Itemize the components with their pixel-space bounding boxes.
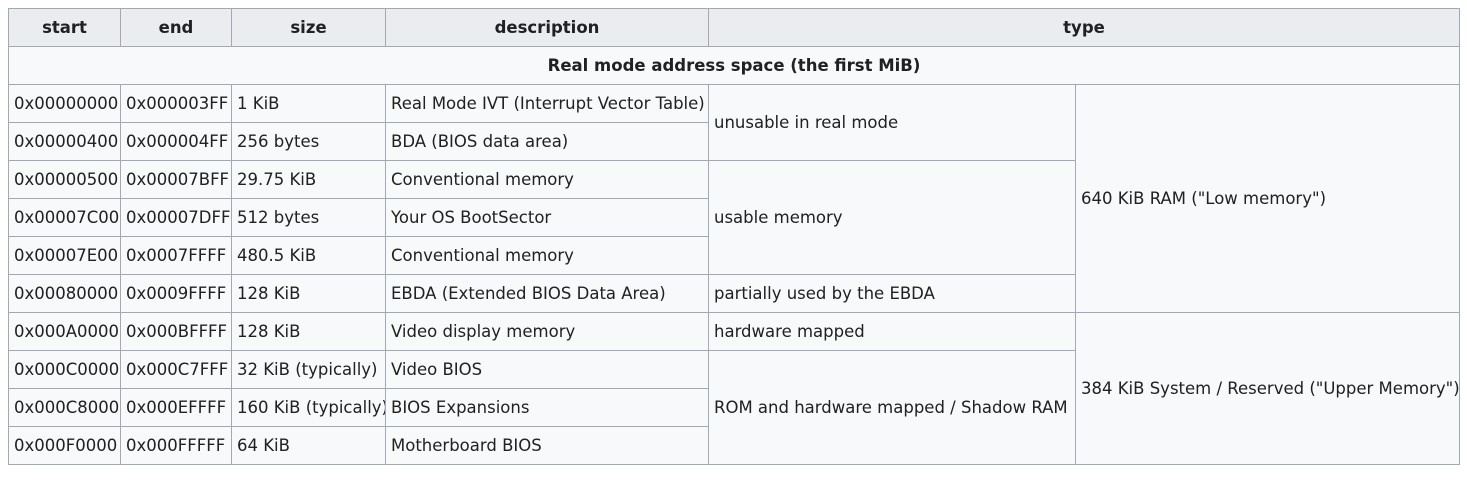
column-header-size: size xyxy=(231,8,386,47)
cell-end: 0x000C7FFF xyxy=(120,350,232,389)
cell-start: 0x00007E00 xyxy=(8,236,121,275)
cell-size: 64 KiB xyxy=(231,426,386,465)
cell-size: 128 KiB xyxy=(231,274,386,313)
cell-start: 0x00000000 xyxy=(8,84,121,123)
cell-start: 0x000F0000 xyxy=(8,426,121,465)
cell-description: Conventional memory xyxy=(385,160,709,199)
section-title: Real mode address space (the first MiB) xyxy=(8,46,1460,85)
cell-description: Conventional memory xyxy=(385,236,709,275)
table-row: 0x000C0000 0x000C7FFF 32 KiB (typically)… xyxy=(8,350,1460,465)
cell-description: Motherboard BIOS xyxy=(385,426,709,465)
type-region-upper-memory: 384 KiB System / Reserved ("Upper Memory… xyxy=(1075,312,1460,465)
cell-size: 32 KiB (typically) xyxy=(231,350,386,389)
type-group-rom-shadow: ROM and hardware mapped / Shadow RAM xyxy=(708,350,1076,465)
cell-end: 0x0007FFFF xyxy=(120,236,232,275)
cell-description: EBDA (Extended BIOS Data Area) xyxy=(385,274,709,313)
column-header-type: type xyxy=(708,8,1460,47)
cell-description: BDA (BIOS data area) xyxy=(385,122,709,161)
table-row: 0x00007C00 0x00007DFF 512 bytes Your OS … xyxy=(8,198,1460,237)
cell-end: 0x00007BFF xyxy=(120,160,232,199)
cell-description: Real Mode IVT (Interrupt Vector Table) xyxy=(385,84,709,123)
cell-description: BIOS Expansions xyxy=(385,388,709,427)
cell-start: 0x00080000 xyxy=(8,274,121,313)
section-row: Real mode address space (the first MiB) xyxy=(8,46,1460,85)
cell-size: 256 bytes xyxy=(231,122,386,161)
header-row: start end size description type xyxy=(8,8,1460,47)
cell-end: 0x000004FF xyxy=(120,122,232,161)
type-region-low-memory: 640 KiB RAM ("Low memory") xyxy=(1075,84,1460,313)
type-group-ebda: partially used by the EBDA xyxy=(708,274,1076,313)
table-row: 0x00000000 0x000003FF 1 KiB Real Mode IV… xyxy=(8,84,1460,313)
cell-start: 0x00007C00 xyxy=(8,198,121,237)
cell-start: 0x00000400 xyxy=(8,122,121,161)
column-header-end: end xyxy=(120,8,232,47)
cell-start: 0x00000500 xyxy=(8,160,121,199)
memory-map-table: start end size description type Real mod… xyxy=(8,8,1460,465)
table-row: 0x000A0000 0x000BFFFF 128 KiB Video disp… xyxy=(8,312,1460,465)
cell-start: 0x000A0000 xyxy=(8,312,121,351)
cell-description: Video BIOS xyxy=(385,350,709,389)
table-row: 0x000F0000 0x000FFFFF 64 KiB Motherboard… xyxy=(8,426,1460,465)
cell-size: 128 KiB xyxy=(231,312,386,351)
cell-description: Video display memory xyxy=(385,312,709,351)
column-header-start: start xyxy=(8,8,121,47)
cell-size: 160 KiB (typically) xyxy=(231,388,386,427)
cell-size: 1 KiB xyxy=(231,84,386,123)
cell-description: Your OS BootSector xyxy=(385,198,709,237)
cell-end: 0x00007DFF xyxy=(120,198,232,237)
table-row: 0x00080000 0x0009FFFF 128 KiB EBDA (Exte… xyxy=(8,274,1460,313)
table-wrapper: start end size description type Real mod… xyxy=(8,8,1460,465)
cell-size: 480.5 KiB xyxy=(231,236,386,275)
table-row: 0x00000500 0x00007BFF 29.75 KiB Conventi… xyxy=(8,160,1460,275)
column-header-description: description xyxy=(385,8,709,47)
cell-start: 0x000C8000 xyxy=(8,388,121,427)
type-group-unusable: unusable in real mode xyxy=(708,84,1076,161)
cell-end: 0x000003FF xyxy=(120,84,232,123)
cell-size: 512 bytes xyxy=(231,198,386,237)
table-row: 0x00000400 0x000004FF 256 bytes BDA (BIO… xyxy=(8,122,1460,161)
cell-end: 0x000BFFFF xyxy=(120,312,232,351)
cell-start: 0x000C0000 xyxy=(8,350,121,389)
cell-end: 0x000FFFFF xyxy=(120,426,232,465)
table-row: 0x00007E00 0x0007FFFF 480.5 KiB Conventi… xyxy=(8,236,1460,275)
cell-end: 0x0009FFFF xyxy=(120,274,232,313)
type-group-usable: usable memory xyxy=(708,160,1076,275)
cell-end: 0x000EFFFF xyxy=(120,388,232,427)
table-row: 0x000C8000 0x000EFFFF 160 KiB (typically… xyxy=(8,388,1460,427)
cell-size: 29.75 KiB xyxy=(231,160,386,199)
type-group-hardware-mapped: hardware mapped xyxy=(708,312,1076,351)
